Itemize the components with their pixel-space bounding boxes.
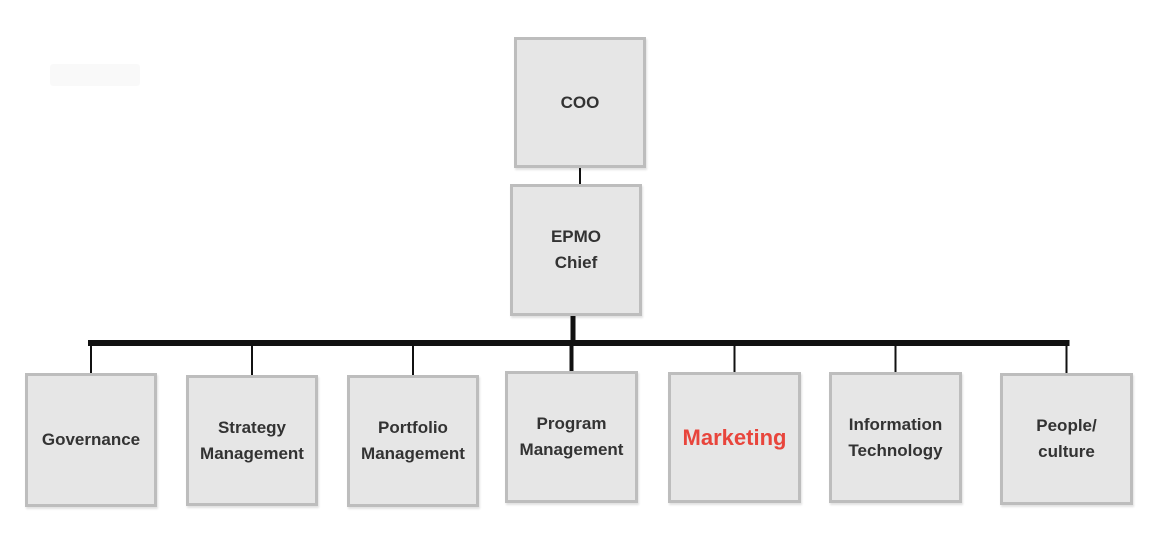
node-marketing: Marketing [668, 372, 801, 503]
node-portfolio-management: Portfolio Management [347, 375, 479, 507]
node-label: Program Management [519, 414, 624, 459]
node-label: Governance [41, 430, 141, 449]
node-label: Strategy Management [200, 417, 304, 463]
faint-watermark [50, 64, 140, 86]
node-program-management: Program Management [505, 371, 638, 503]
node-people-culture: People/ culture [1000, 373, 1133, 505]
node-epmo-chief: EPMO Chief [510, 184, 642, 316]
node-label: EPMO Chief [550, 227, 602, 272]
node-label: COO [560, 92, 600, 112]
node-label: Portfolio Management [361, 418, 465, 463]
node-label-highlighted: Marketing [682, 424, 787, 450]
node-governance: Governance [25, 373, 157, 507]
node-label: Information Technology [848, 414, 943, 460]
node-coo: COO [514, 37, 646, 168]
node-information-technology: Information Technology [829, 372, 962, 503]
node-label: People/ culture [1036, 416, 1097, 461]
node-strategy-management: Strategy Management [186, 375, 318, 506]
